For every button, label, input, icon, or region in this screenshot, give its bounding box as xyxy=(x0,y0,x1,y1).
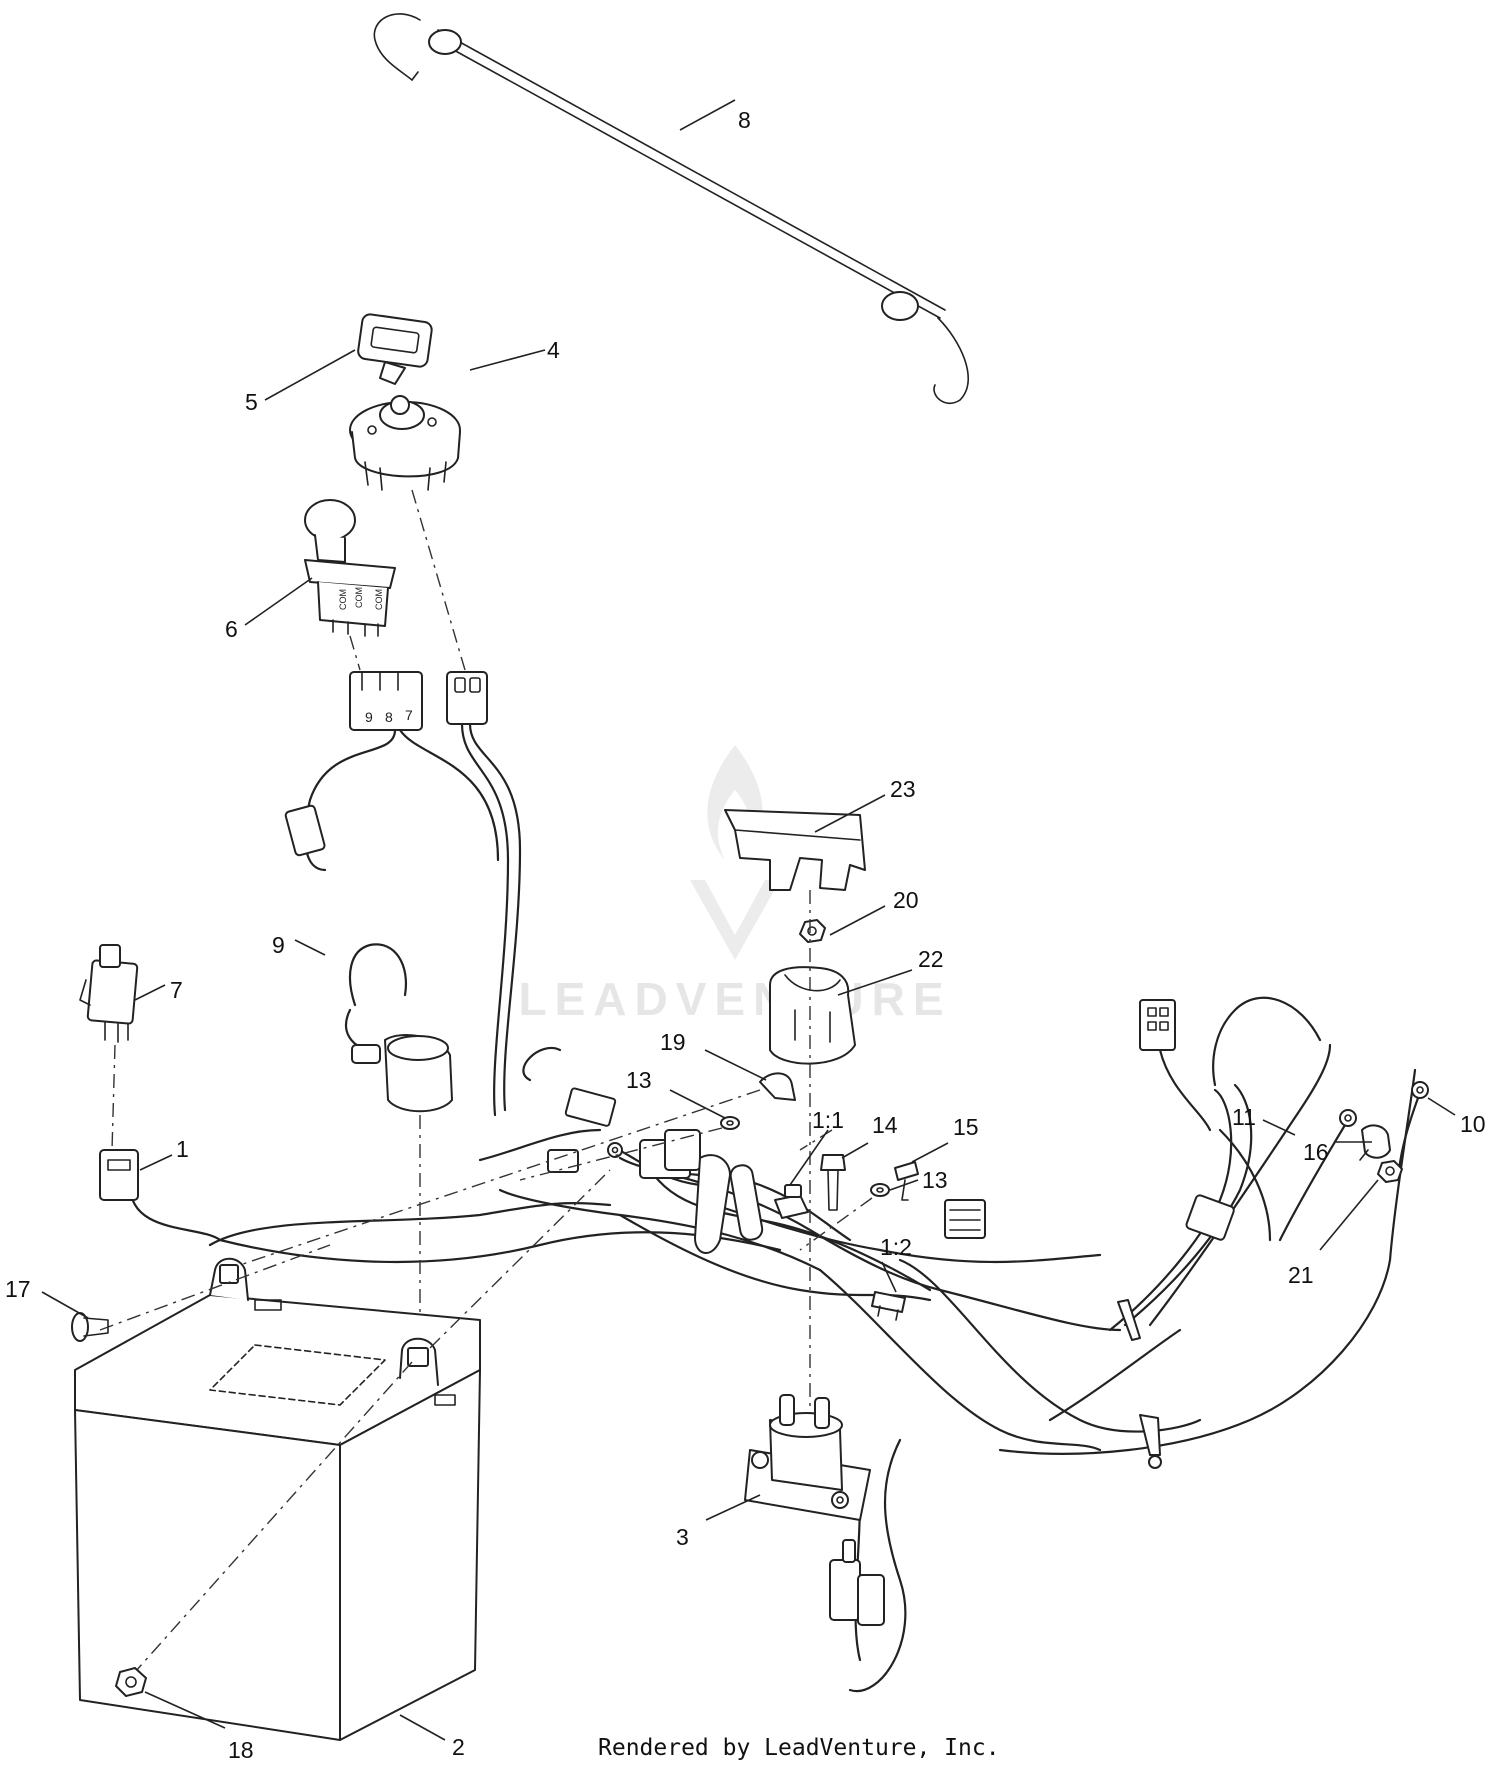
part-19-clip xyxy=(759,1072,796,1101)
switch-label-com-1: COM xyxy=(338,589,348,610)
alignment-line-battery-right xyxy=(429,1169,611,1349)
alignment-line-19 xyxy=(239,1089,761,1266)
watermark: LEADVENTURE xyxy=(518,745,951,1025)
terminal-label-8: 8 xyxy=(385,709,393,725)
watermark-chevron-icon xyxy=(690,880,780,960)
harness-connector-ignition xyxy=(446,671,488,725)
part-20-nut xyxy=(799,919,826,943)
footer-credit: Rendered by LeadVenture, Inc. xyxy=(598,1735,1000,1761)
part-11-ground-cable xyxy=(1278,1109,1357,1242)
harness-connector-987: 9 8 7 xyxy=(349,671,423,731)
callout-18: 18 xyxy=(228,1737,254,1763)
part-16-bolt xyxy=(1359,1124,1391,1161)
part-13-washer-b xyxy=(870,1183,890,1197)
watermark-text: LEADVENTURE xyxy=(518,973,951,1025)
part-9-battery-cable xyxy=(344,943,453,1113)
lower-harness-connector xyxy=(829,1539,885,1626)
callout-23: 23 xyxy=(890,776,916,802)
callout-19: 19 xyxy=(660,1029,686,1055)
callout-22: 22 xyxy=(918,946,944,972)
leader-lines xyxy=(41,99,1456,1741)
wiring-harness xyxy=(128,722,1417,1693)
switch-label-com-3: COM xyxy=(374,589,384,610)
callout-4: 4 xyxy=(547,337,560,363)
callout-10: 10 xyxy=(1460,1111,1486,1137)
callout-2: 2 xyxy=(452,1734,465,1760)
ring-terminal-cable xyxy=(607,1142,623,1158)
part-13-washer-a xyxy=(720,1116,740,1130)
part-4-ignition-switch xyxy=(349,395,461,491)
callout-1: 1 xyxy=(176,1136,189,1162)
callout-13-a: 13 xyxy=(626,1067,652,1093)
part-7-relay xyxy=(79,944,139,1043)
callout-1-1: 1:1 xyxy=(812,1107,844,1133)
callout-1-2: 1:2 xyxy=(880,1234,912,1260)
watermark-logo-icon xyxy=(707,745,763,860)
part-15-screw xyxy=(894,1161,919,1201)
alignment-line-4 xyxy=(411,489,466,671)
alignment-line-17 xyxy=(99,1244,331,1331)
callout-9: 9 xyxy=(272,932,285,958)
alignment-line-13 xyxy=(519,1127,723,1181)
part-8-hook-rod xyxy=(373,13,970,405)
callout-3: 3 xyxy=(676,1524,689,1550)
part-14-bolt xyxy=(820,1154,846,1211)
harness-connectors-mid xyxy=(547,999,1235,1469)
terminal-label-7: 7 xyxy=(405,707,413,723)
callout-20: 20 xyxy=(893,887,919,913)
part-17-battery-bolt xyxy=(71,1312,109,1342)
callout-17: 17 xyxy=(5,1276,31,1302)
callout-5: 5 xyxy=(245,389,258,415)
callout-7: 7 xyxy=(170,977,183,1003)
callout-6: 6 xyxy=(225,616,238,642)
callout-21: 21 xyxy=(1288,1262,1314,1288)
part-22-terminal-boot xyxy=(769,966,856,1065)
callout-14: 14 xyxy=(872,1112,898,1138)
callout-13-b: 13 xyxy=(922,1167,948,1193)
switch-label-com-2: COM xyxy=(354,587,364,608)
part-5-ignition-key xyxy=(357,313,433,385)
part-2-battery xyxy=(74,1257,481,1741)
part-6-pto-switch: COM COM COM xyxy=(304,499,396,637)
callout-labels: 8 4 5 6 23 20 22 9 7 19 13 1:1 14 15 13 … xyxy=(5,107,1486,1763)
part-1-1-fuse-holder xyxy=(774,1184,809,1219)
part-23-solenoid-cover xyxy=(724,809,866,891)
callout-11: 11 xyxy=(1232,1104,1256,1130)
part-21-nut xyxy=(1377,1160,1403,1183)
part-3-starter-solenoid xyxy=(744,1394,871,1521)
part-18-battery-nut xyxy=(115,1667,147,1697)
alignment-line-18 xyxy=(134,1361,413,1673)
callout-15: 15 xyxy=(953,1114,979,1140)
alignment-line-7 xyxy=(111,1044,116,1151)
callout-8: 8 xyxy=(738,107,751,133)
alignment-line-6 xyxy=(349,635,361,671)
callout-16: 16 xyxy=(1303,1139,1329,1165)
part-1-2-fuse xyxy=(871,1291,906,1321)
part-1-relay-socket xyxy=(99,1149,139,1201)
terminal-label-9: 9 xyxy=(365,709,373,725)
